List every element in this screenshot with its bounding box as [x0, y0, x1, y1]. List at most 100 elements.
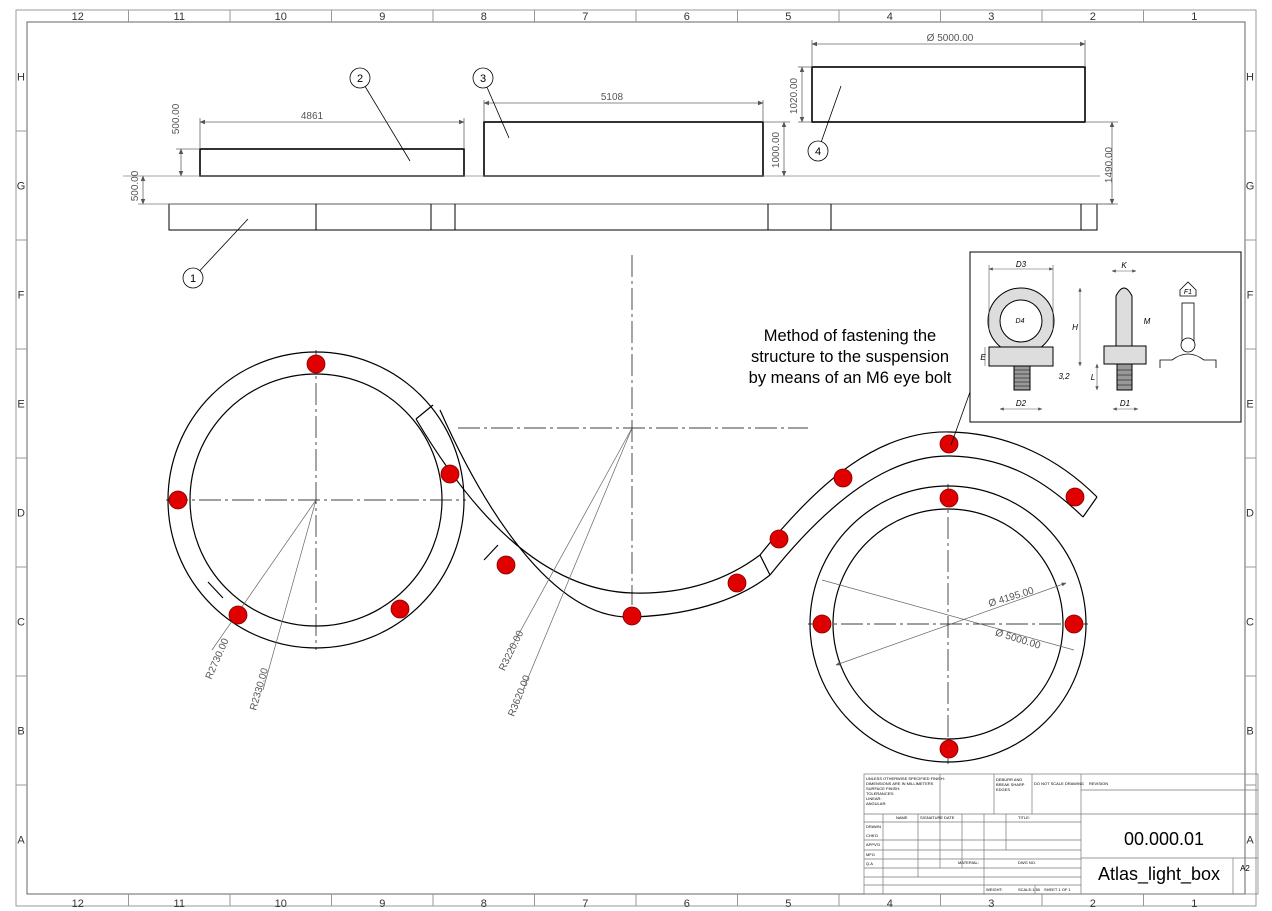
col-signature: SIGNATURE — [920, 815, 943, 820]
zone-column-label: 8 — [481, 898, 487, 910]
revision-label: REVISION — [1089, 781, 1108, 786]
top-views — [123, 66, 1115, 231]
radius-leaders — [211, 427, 1075, 691]
zone-column-label: 1 — [1191, 11, 1197, 23]
fastening-note: Method of fastening the structure to the… — [720, 326, 980, 389]
suspension-point — [440, 464, 460, 484]
zone-column-label: 11 — [174, 11, 185, 23]
part-2-block — [199, 148, 465, 177]
general-note-line: UNLESS OTHERWISE SPECIFIED FINISH: — [866, 776, 945, 781]
general-note-line: DIMENSIONS ARE IN MILLIMETERS — [866, 781, 934, 786]
zone-row-label: B — [17, 726, 24, 738]
title-label: TITLE: — [1018, 815, 1030, 820]
zone-column-label: 4 — [887, 11, 893, 23]
dwg-no-label: DWG NO. — [1018, 860, 1036, 865]
title-block — [863, 773, 1259, 895]
scale-label: SCALE:1:50 — [1018, 887, 1041, 892]
zone-row-label: E — [17, 399, 24, 411]
zone-column-label: 6 — [684, 11, 690, 23]
general-note-line: ANGULAR: — [866, 801, 886, 806]
detail-label-roughness: 3,2 — [1058, 372, 1070, 381]
drawing-title: Atlas_light_box — [1098, 864, 1220, 885]
suspension-point — [306, 354, 326, 374]
suspension-point — [727, 573, 747, 593]
zone-column-label: 11 — [174, 898, 185, 910]
zone-row-label: F — [1247, 290, 1254, 302]
balloon-3: 3 — [480, 73, 486, 85]
dim-r-left-inner: R2330.00 — [248, 667, 271, 712]
zone-row-label: G — [1246, 181, 1255, 193]
zone-column-label: 7 — [582, 11, 588, 23]
top-dimensions — [140, 40, 1118, 205]
material-label: MATERIAL: — [958, 860, 979, 865]
inner-border — [26, 21, 1246, 895]
dim-part3-height: 1000.00 — [771, 131, 782, 168]
dim-r-mid-inner: R3220.00 — [497, 629, 526, 673]
row-chkd: CHK'D — [866, 833, 878, 838]
zone-row-label: H — [1246, 72, 1254, 84]
zone-column-label: 3 — [988, 898, 994, 910]
detail-label-l: L — [1091, 373, 1095, 382]
zone-column-label: 3 — [988, 11, 994, 23]
zone-row-label: B — [1246, 726, 1253, 738]
weight-label: WEIGHT: — [986, 887, 1003, 892]
general-note-line: LINEAR: — [866, 796, 882, 801]
outer-border — [15, 9, 1257, 907]
zone-column-label: 4 — [887, 898, 893, 910]
zone-row-label: D — [1246, 508, 1254, 520]
zone-column-label: 2 — [1090, 11, 1096, 23]
detail-label-e: E — [980, 353, 986, 362]
zone-row-label: D — [17, 508, 25, 520]
suspension-point — [939, 488, 959, 508]
row-qa: Q.A — [866, 861, 873, 866]
balloon-2: 2 — [357, 73, 363, 85]
deburr-line-1: DEBURR AND — [996, 777, 1022, 782]
row-appvd: APPV'D — [866, 842, 880, 847]
drawing-number: 00.000.01 — [1124, 829, 1204, 849]
s-curve-centerlines — [458, 255, 808, 605]
part-1-base — [168, 203, 1098, 231]
suspension-point — [833, 468, 853, 488]
suspension-point — [168, 490, 188, 510]
dim-part4-diameter: Ø 5000.00 — [927, 33, 974, 44]
zone-column-label: 8 — [481, 11, 487, 23]
zone-column-label: 9 — [379, 898, 385, 910]
suspension-point — [1064, 614, 1084, 634]
detail-label-f1: F1 — [1184, 289, 1192, 296]
suspension-point — [496, 555, 516, 575]
sheet-size: A2 — [1240, 864, 1250, 873]
dim-total-height: 1490.00 — [1104, 146, 1115, 183]
detail-label-d3: D3 — [1016, 260, 1027, 269]
suspension-point — [390, 599, 410, 619]
right-curve-arc — [759, 431, 1098, 576]
row-mfg: MFG — [866, 852, 875, 857]
note-line-2: structure to the suspension — [750, 348, 950, 366]
detail-label-k: K — [1121, 261, 1127, 270]
zone-column-label: 2 — [1090, 898, 1096, 910]
deburr-line-2: BREAK SHARP — [996, 782, 1025, 787]
detail-label-d1: D1 — [1120, 399, 1130, 408]
dim-d-right-outer: Ø 5000.00 — [994, 628, 1042, 652]
zone-ticks — [16, 10, 1256, 906]
sheet-label: SHEET 1 OF 1 — [1044, 887, 1071, 892]
note-line-1: Method of fastening the — [763, 327, 937, 345]
detail-label-m: M — [1144, 317, 1151, 326]
suspension-points — [168, 354, 1085, 759]
zone-column-label: 10 — [275, 11, 287, 23]
general-note-line: TOLERANCES: — [866, 791, 894, 796]
zone-column-label: 9 — [379, 11, 385, 23]
suspension-point — [769, 529, 789, 549]
zone-column-label: 5 — [785, 11, 791, 23]
zone-row-label: H — [17, 72, 25, 84]
s-curve-arc — [415, 409, 771, 618]
zone-column-label: 6 — [684, 898, 690, 910]
dim-base-height: 500.00 — [130, 170, 141, 201]
dim-part2-height: 500.00 — [171, 103, 182, 134]
col-date: DATE — [944, 815, 955, 820]
balloon-1: 1 — [190, 273, 196, 285]
detail-label-d4: D4 — [1016, 318, 1025, 325]
detail-label-d2: D2 — [1016, 399, 1027, 408]
deburr-line-3: EDGES — [996, 787, 1010, 792]
dim-part4-height: 1020.00 — [789, 77, 800, 114]
